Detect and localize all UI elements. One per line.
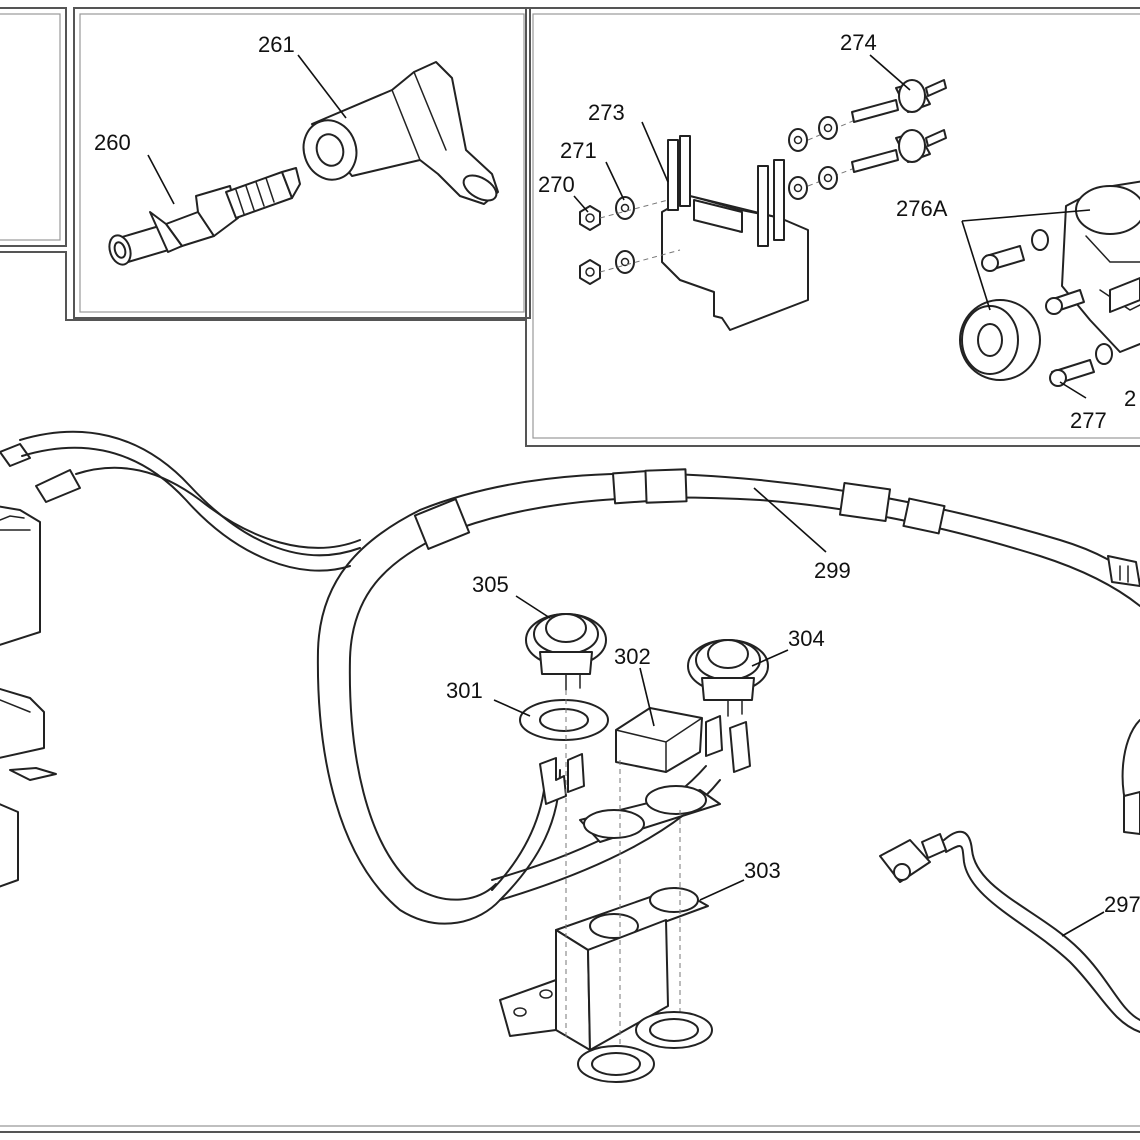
switch-plate bbox=[579, 785, 721, 843]
pushbutton-304 bbox=[687, 639, 769, 717]
callout-303: 303 bbox=[744, 858, 781, 883]
rectifier-273 bbox=[599, 117, 861, 331]
sensor-297 bbox=[879, 830, 1140, 1033]
callout-271: 271 bbox=[560, 138, 597, 163]
callout-299: 299 bbox=[814, 558, 851, 583]
frame-spark-plug bbox=[73, 7, 531, 319]
spark-plug-260 bbox=[108, 167, 301, 266]
callout-302: 302 bbox=[614, 644, 651, 669]
callout-labels: 261 260 274 273 271 270 276A 277 2 299 3… bbox=[94, 30, 1140, 917]
lock-nuts bbox=[577, 1011, 713, 1083]
regulator-276A bbox=[959, 180, 1140, 387]
callout-277: 277 bbox=[1070, 408, 1107, 433]
frame-top-left bbox=[0, 7, 67, 247]
panel-frames bbox=[0, 7, 1140, 1133]
callout-297: 297 bbox=[1104, 892, 1140, 917]
battery-left bbox=[0, 443, 81, 888]
nuts-washers-270-271 bbox=[579, 196, 635, 285]
washer-301 bbox=[519, 699, 609, 741]
callout-276a: 276A bbox=[896, 196, 948, 221]
frame-rectifier bbox=[525, 7, 1140, 447]
mounts-274 bbox=[788, 79, 947, 200]
callout-261: 261 bbox=[258, 32, 295, 57]
callout-301: 301 bbox=[446, 678, 483, 703]
leader-lines bbox=[147, 54, 1105, 937]
harness-299 bbox=[19, 430, 1140, 925]
cover-302 bbox=[615, 707, 703, 773]
pushbutton-305 bbox=[525, 613, 607, 691]
spark-cap-261 bbox=[302, 61, 499, 205]
callout-305: 305 bbox=[472, 572, 509, 597]
harness-connectors bbox=[539, 715, 751, 805]
callout-304: 304 bbox=[788, 626, 825, 651]
callout-274: 274 bbox=[840, 30, 877, 55]
callout-273: 273 bbox=[588, 100, 625, 125]
callout-270: 270 bbox=[538, 172, 575, 197]
callout-260: 260 bbox=[94, 130, 131, 155]
callout-2-partial: 2 bbox=[1124, 386, 1136, 411]
